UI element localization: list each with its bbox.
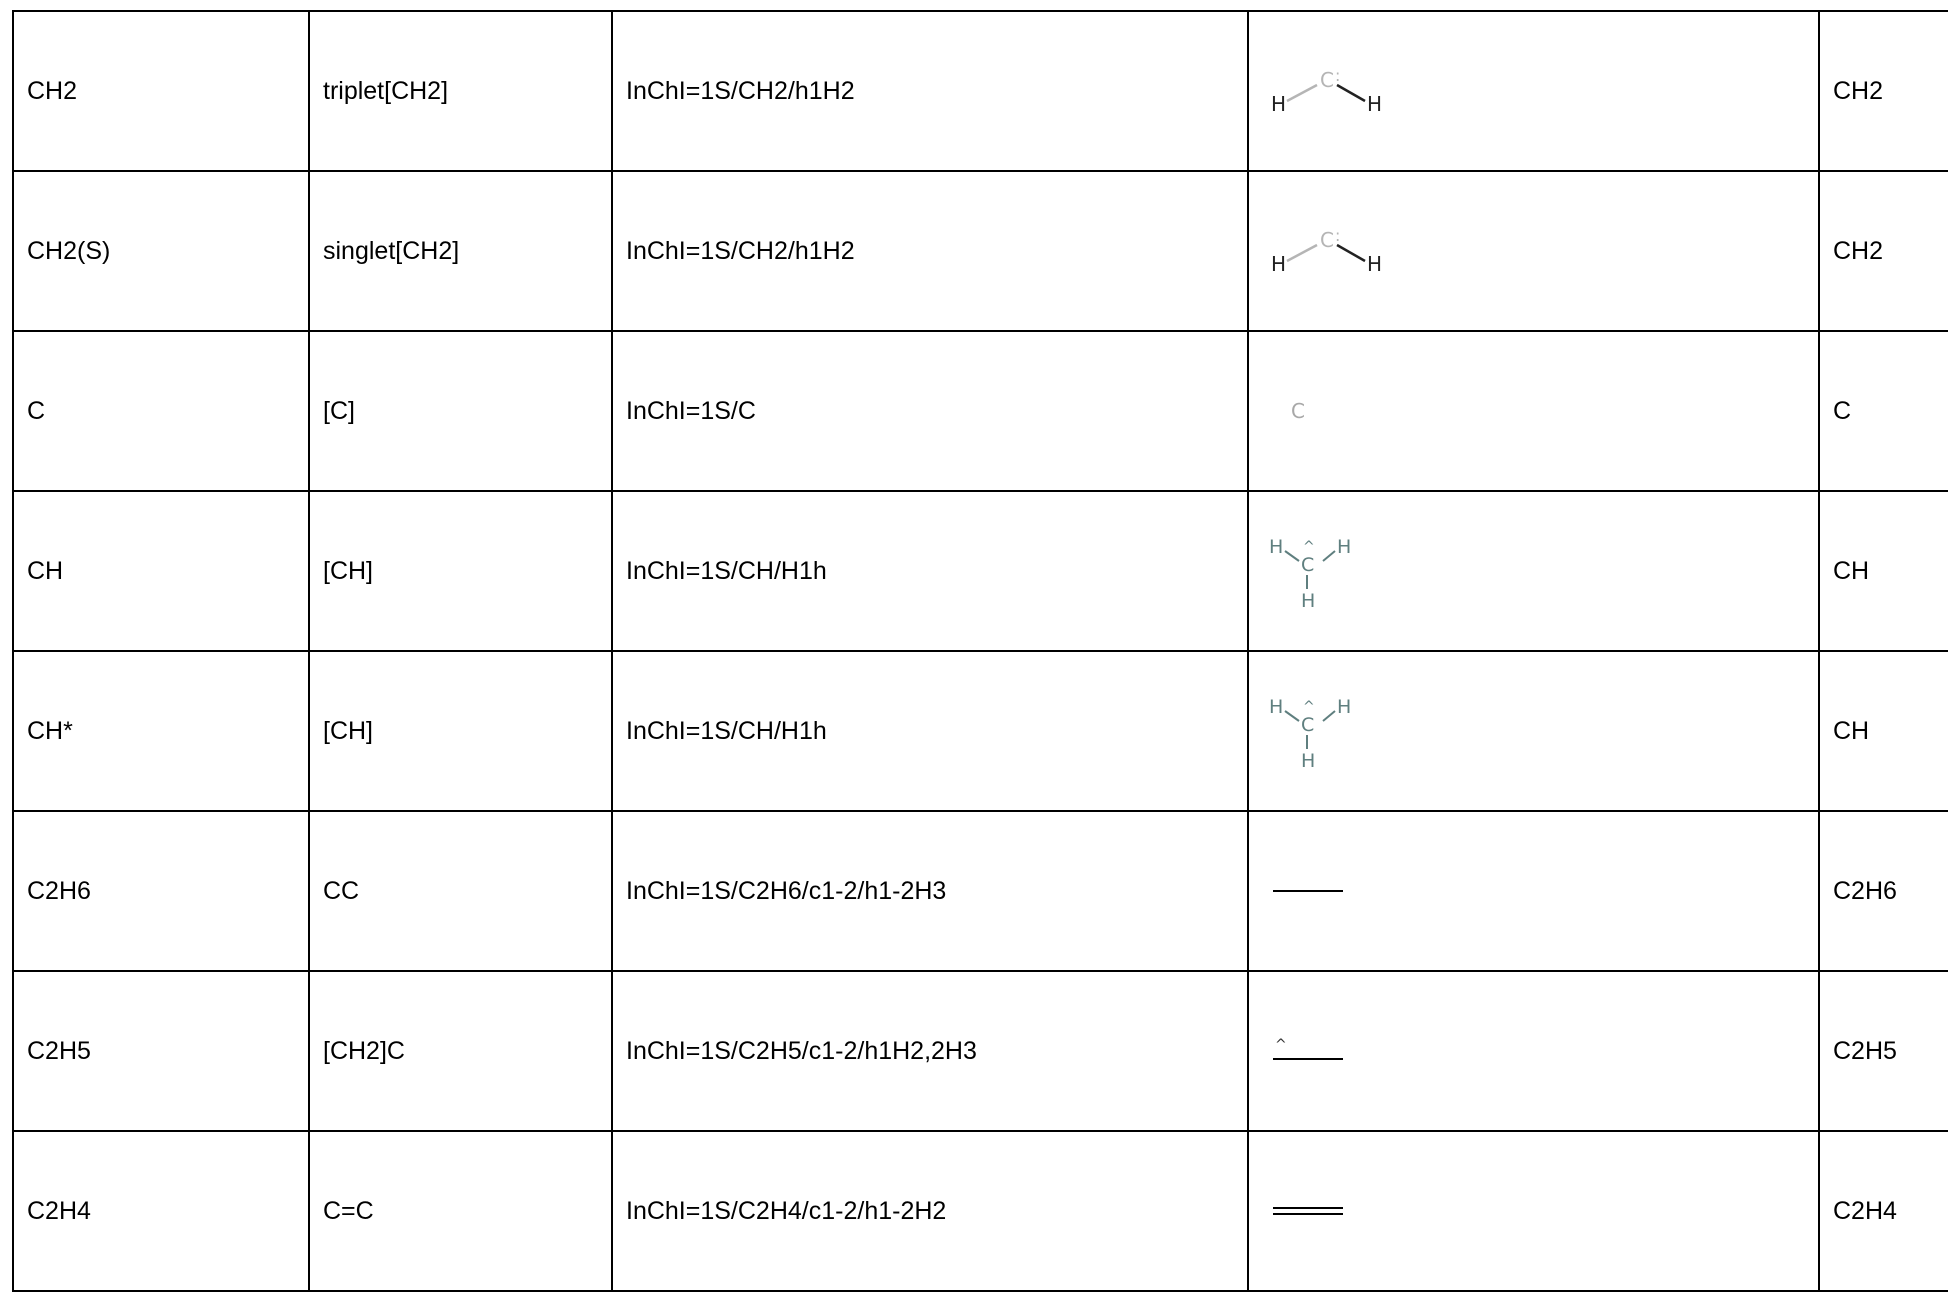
table-row: C [C] InChI=1S/C C C [12, 330, 1948, 492]
inchi-cell: InChI=1S/C2H6/c1-2/h1-2H3 [611, 810, 1249, 972]
smiles-cell: CC [308, 810, 613, 972]
hydrogen-label: H [1269, 696, 1283, 718]
hydrogen-label: H [1367, 92, 1382, 116]
hydrogen-label: H [1367, 252, 1382, 276]
structure-cell: H H ^ C H [1247, 650, 1820, 812]
smiles-cell: [CH2]C [308, 970, 613, 1132]
structure-cell: C : H H [1247, 10, 1820, 172]
carbon-label: C [1301, 714, 1314, 736]
smiles-cell: singlet[CH2] [308, 170, 613, 332]
inchi-cell: InChI=1S/CH/H1h [611, 490, 1249, 652]
species-name-cell: C2H4 [12, 1130, 310, 1292]
species-name-cell: C [12, 330, 310, 492]
formula-cell: C2H4 [1818, 1130, 1948, 1292]
carbon-label: C [1320, 68, 1334, 92]
structure-cell [1247, 1130, 1820, 1292]
species-name-cell: C2H5 [12, 970, 310, 1132]
species-name-cell: CH2(S) [12, 170, 310, 332]
radical-dot-label: ^ [1303, 539, 1315, 555]
table-row: CH* [CH] InChI=1S/CH/H1h H H ^ C H CH [12, 650, 1948, 812]
smiles-cell: C=C [308, 1130, 613, 1292]
formula-cell: C [1818, 330, 1948, 492]
formula-cell: CH [1818, 650, 1948, 812]
carbene-triplet-structure-image: C : H H [1271, 66, 1382, 116]
species-name-cell: CH [12, 490, 310, 652]
formula-cell: C2H5 [1818, 970, 1948, 1132]
ethane-structure-image [1273, 890, 1343, 892]
carbon-label: C [1301, 554, 1314, 576]
structure-cell [1247, 810, 1820, 972]
table-row: CH [CH] InChI=1S/CH/H1h H H ^ C H CH [12, 490, 1948, 652]
formula-cell: C2H6 [1818, 810, 1948, 972]
inchi-cell: InChI=1S/C [611, 330, 1249, 492]
inchi-cell: InChI=1S/CH2/h1H2 [611, 170, 1249, 332]
formula-cell: CH2 [1818, 10, 1948, 172]
inchi-cell: InChI=1S/CH/H1h [611, 650, 1249, 812]
hydrogen-label: H [1269, 536, 1283, 558]
hydrogen-label: H [1301, 750, 1315, 772]
inchi-cell: InChI=1S/C2H4/c1-2/h1-2H2 [611, 1130, 1249, 1292]
hydrogen-label: H [1301, 590, 1315, 612]
structure-cell: C [1247, 330, 1820, 492]
species-name-cell: CH2 [12, 10, 310, 172]
methylidyne-structure-image: H H ^ C H [1269, 536, 1351, 612]
table-row: CH2(S) singlet[CH2] InChI=1S/CH2/h1H2 C … [12, 170, 1948, 332]
species-name-cell: CH* [12, 650, 310, 812]
hydrogen-label: H [1337, 536, 1351, 558]
structure-cell: C : H H [1247, 170, 1820, 332]
lone-pair-label: : [1335, 226, 1340, 245]
radical-dot-label: ^ [1303, 699, 1315, 715]
smiles-cell: triplet[CH2] [308, 10, 613, 172]
inchi-cell: InChI=1S/C2H5/c1-2/h1H2,2H3 [611, 970, 1249, 1132]
carbon-label: C [1320, 228, 1334, 252]
table-row: C2H5 [CH2]C InChI=1S/C2H5/c1-2/h1H2,2H3 … [12, 970, 1948, 1132]
hydrogen-label: H [1271, 92, 1286, 116]
table-row: C2H4 C=C InChI=1S/C2H4/c1-2/h1-2H2 C2H4 [12, 1130, 1948, 1292]
carbon-label: C [1291, 399, 1305, 423]
radical-dot-label: ^ [1275, 1037, 1287, 1053]
species-table: CH2 triplet[CH2] InChI=1S/CH2/h1H2 C : H… [12, 10, 1948, 1292]
methylidyne-excited-structure-image: H H ^ C H [1269, 696, 1351, 772]
ethylene-structure-image [1273, 1207, 1343, 1215]
formula-cell: CH2 [1818, 170, 1948, 332]
inchi-cell: InChI=1S/CH2/h1H2 [611, 10, 1249, 172]
smiles-cell: [CH] [308, 650, 613, 812]
carbon-atom-structure-image: C [1291, 399, 1305, 423]
smiles-cell: [CH] [308, 490, 613, 652]
smiles-cell: [C] [308, 330, 613, 492]
table-row: C2H6 CC InChI=1S/C2H6/c1-2/h1-2H3 C2H6 [12, 810, 1948, 972]
structure-cell: H H ^ C H [1247, 490, 1820, 652]
ethyl-radical-structure-image: ^ [1273, 1037, 1343, 1060]
hydrogen-label: H [1337, 696, 1351, 718]
lone-pair-label: : [1335, 66, 1340, 85]
hydrogen-label: H [1271, 252, 1286, 276]
formula-cell: CH [1818, 490, 1948, 652]
table-row: CH2 triplet[CH2] InChI=1S/CH2/h1H2 C : H… [12, 10, 1948, 172]
carbene-singlet-structure-image: C : H H [1271, 226, 1382, 276]
structure-cell: ^ [1247, 970, 1820, 1132]
species-name-cell: C2H6 [12, 810, 310, 972]
